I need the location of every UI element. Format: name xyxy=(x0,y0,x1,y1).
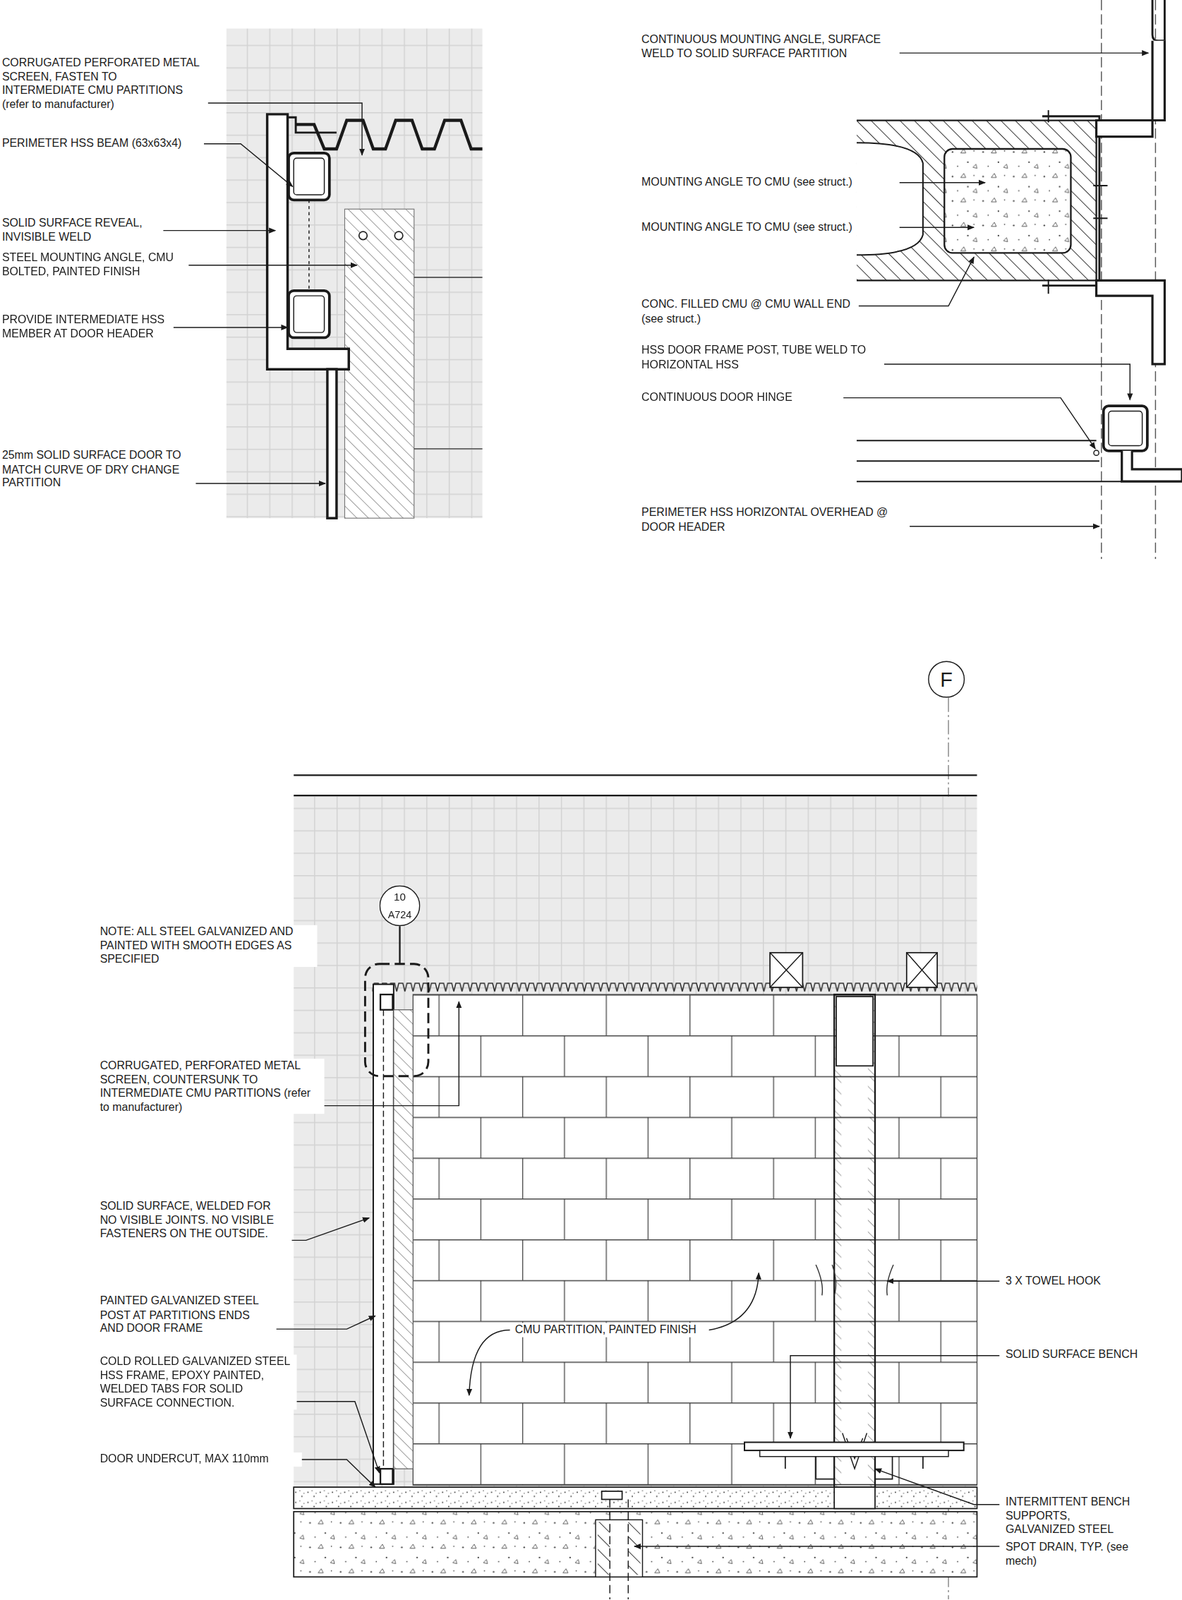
grid-bubble: F xyxy=(927,660,965,698)
annotation-label: CORRUGATED, PERFORATED METAL SCREEN, COU… xyxy=(98,1058,325,1114)
annotation-label: STEEL MOUNTING ANGLE, CMU BOLTED, PAINTE… xyxy=(0,251,189,279)
callout-number: F xyxy=(939,668,953,691)
callout-number: A724 xyxy=(388,908,413,920)
annotation-label: NOTE: ALL STEEL GALVANIZED AND PAINTED W… xyxy=(98,925,318,967)
annotation-label: MOUNTING ANGLE TO CMU (see struct.) xyxy=(639,220,900,235)
annotation-label: PERIMETER HSS BEAM (63x63x4) xyxy=(0,136,204,152)
annotation-label: SOLID SURFACE, WELDED FOR NO VISIBLE JOI… xyxy=(98,1199,293,1242)
annotation-label: 3 X TOWEL HOOK xyxy=(1003,1273,1178,1288)
annotation-label: CONC. FILLED CMU @ CMU WALL END (see str… xyxy=(639,297,859,326)
annotation-label: PAINTED GALVANIZED STEEL POST AT PARTITI… xyxy=(98,1294,277,1336)
annotation-label: CMU PARTITION, PAINTED FINISH xyxy=(513,1322,709,1337)
annotation-label: INTERMITTENT BENCH SUPPORTS, GALVANIZED … xyxy=(1003,1495,1139,1537)
annotation-label: CONTINUOUS MOUNTING ANGLE, SURFACE WELD … xyxy=(639,32,900,60)
annotation-label: CONTINUOUS DOOR HINGE xyxy=(639,390,844,406)
annotation-label: MOUNTING ANGLE TO CMU (see struct.) xyxy=(639,175,900,190)
detail-callout: 10A724 xyxy=(379,884,421,926)
callout-number: 10 xyxy=(393,891,406,904)
annotation-label: COLD ROLLED GALVANIZED STEEL HSS FRAME, … xyxy=(98,1354,298,1410)
annotation-label: SOLID SURFACE REVEAL, INVISIBLE WELD xyxy=(0,215,164,244)
annotation-label: PERIMETER HSS HORIZONTAL OVERHEAD @ DOOR… xyxy=(639,505,910,534)
annotation-label: CORRUGATED PERFORATED METAL SCREEN, FAST… xyxy=(0,55,204,111)
annotation-label: PROVIDE INTERMEDIATE HSS MEMBER AT DOOR … xyxy=(0,313,174,341)
annotation-label: 25mm SOLID SURFACE DOOR TO MATCH CURVE O… xyxy=(0,448,196,491)
annotation-label: HSS DOOR FRAME POST, TUBE WELD TO HORIZO… xyxy=(639,343,885,372)
annotation-label: SOLID SURFACE BENCH xyxy=(1003,1347,1178,1362)
annotation-label: SPOT DRAIN, TYP. (see mech) xyxy=(1003,1539,1157,1568)
annotation-label: DOOR UNDERCUT, MAX 110mm xyxy=(98,1452,303,1467)
